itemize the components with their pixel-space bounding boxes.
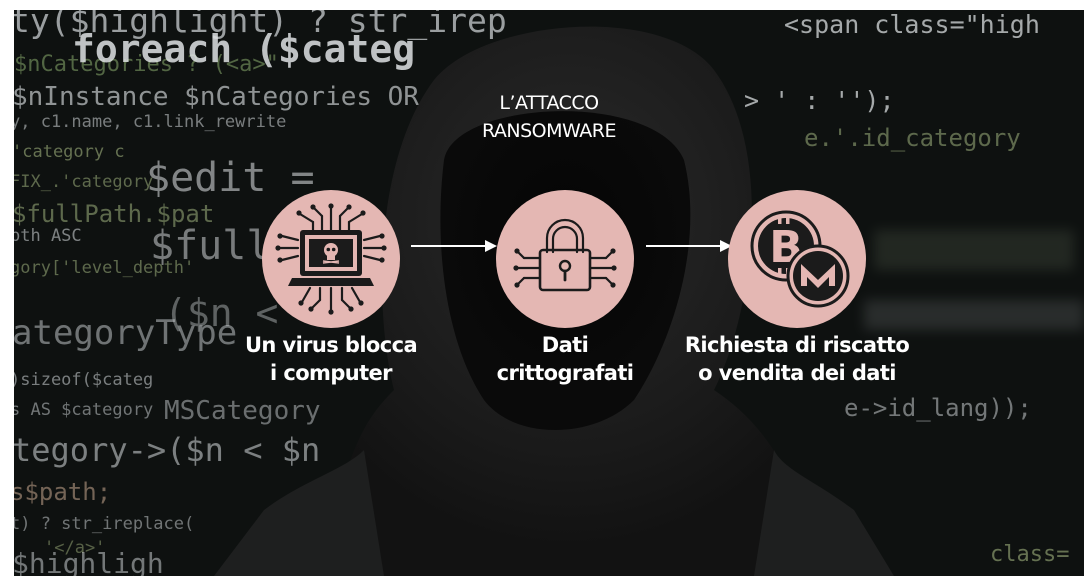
- flow-arrow-icon: [411, 240, 497, 252]
- bg-code-line: tegory->($n < $n: [14, 431, 321, 469]
- bg-code-line: $fullPath.$pat: [14, 200, 215, 228]
- bg-code-line: gory['level_depth': [14, 258, 195, 278]
- bg-code-line: $edit =: [146, 155, 315, 201]
- flow-arrow-icon: [646, 240, 732, 252]
- step-label-line: Dati: [541, 333, 589, 357]
- bg-code-line: '</a>': [44, 538, 106, 558]
- bg-code-line: t) ? str_ireplace(: [14, 514, 195, 534]
- diagram-title-line-2: RANSOMWARE: [481, 120, 617, 142]
- padlock-circuit-icon: [513, 218, 617, 292]
- bg-code-line: y, c1.name, c1.link_rewrite: [14, 112, 287, 132]
- bg-code-line: $nCategories ? (<a>": [14, 52, 279, 77]
- step-label-line: Richiesta di riscatto: [684, 333, 910, 357]
- step-label-line: o vendita dei dati: [698, 361, 896, 385]
- infographic-frame: ty($highlight) ? str_irep $nCategories ?…: [14, 10, 1084, 576]
- bg-code-line: e.'.id_category: [804, 124, 1021, 152]
- bg-code-blur: [864, 300, 1084, 330]
- bg-code-line: MSCategory: [164, 396, 321, 426]
- step-label-ransom: Richiesta di riscatto o vendita dei dati: [657, 331, 937, 387]
- bg-code-line: )sizeof($categ: [14, 370, 154, 390]
- bg-code-line: FIX_.'category: [14, 172, 154, 192]
- bg-code-line: s AS $category: [14, 400, 154, 420]
- laptop-skull-circuit-icon: [275, 203, 387, 315]
- bg-code-line: ($n <: [164, 291, 279, 335]
- bitcoin-monero-icon: B: [750, 210, 850, 308]
- step-label-encryption: Dati crittografati: [425, 331, 705, 387]
- diagram-title-line-1: L’ATTACCO: [499, 92, 599, 114]
- step-label-virus: Un virus blocca i computer: [191, 331, 471, 387]
- step-label-line: crittografati: [496, 361, 634, 385]
- bg-code-line: <span class="high: [784, 10, 1040, 39]
- step-label-line: Un virus blocca: [244, 333, 418, 357]
- bg-code-line: > ' : '');: [744, 86, 895, 115]
- step-circle-ransom: B: [728, 190, 866, 328]
- step-circle-encryption: [496, 190, 634, 328]
- bg-code-line: class=: [990, 542, 1070, 567]
- bg-code-line: s$path;: [14, 478, 112, 506]
- bg-code-line: $highligh: [14, 547, 164, 577]
- bg-code-line: ategoryType: [14, 313, 238, 353]
- bg-code-line: foreach ($categ: [72, 27, 416, 71]
- step-circle-virus: [262, 190, 400, 328]
- bg-code-line: $full: [150, 223, 271, 269]
- bg-code-blur: [874, 230, 1074, 270]
- bg-code-line: $nInstance $nCategories OR: [14, 82, 419, 112]
- bg-code-line: 'category c: [14, 142, 125, 162]
- bg-code-line: e->id_lang));: [844, 394, 1032, 422]
- step-label-line: i computer: [270, 361, 392, 385]
- bg-code-line: ty($highlight) ? str_irep: [14, 10, 507, 40]
- bg-code-line: pth ASC: [14, 226, 82, 246]
